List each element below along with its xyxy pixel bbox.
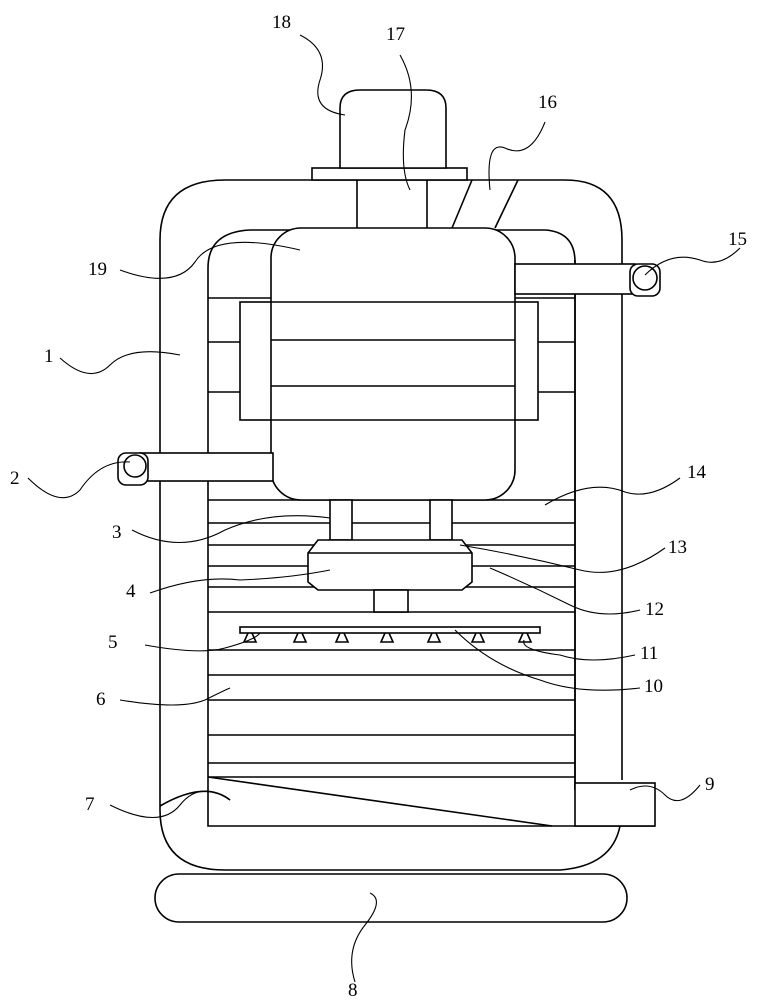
main-tank [239,227,539,501]
callout-2: 2 [10,468,20,489]
leader-lines [27,34,741,983]
callout-18: 18 [272,12,291,33]
left-pipe-valve [117,452,274,486]
callout-14: 14 [687,462,707,483]
discharge-outlet [574,782,656,827]
callout-12: 12 [645,599,664,620]
callout-17: 17 [386,24,405,45]
callout-8: 8 [348,980,358,1000]
distribution-chamber [307,539,473,613]
spray-nozzles [239,626,541,643]
callout-7: 7 [85,794,95,815]
outlet-pipes [329,499,453,541]
callout-13: 13 [668,537,687,558]
callout-10: 10 [644,676,663,697]
callout-9: 9 [705,774,715,795]
callout-16: 16 [538,92,557,113]
callout-6: 6 [96,689,106,710]
callout-19: 19 [88,259,107,280]
callout-11: 11 [640,643,658,664]
top-assembly [311,89,519,229]
callout-3: 3 [112,522,122,543]
outer-housing [159,179,655,871]
callout-15: 15 [728,229,747,250]
callout-4: 4 [126,581,136,602]
callout-numbers: 18 17 16 15 19 1 2 14 3 13 4 12 5 11 10 … [10,12,747,1000]
callout-1: 1 [44,346,54,367]
right-pipe-valve [514,263,661,297]
callout-5: 5 [108,632,118,653]
base-stand [154,873,628,923]
